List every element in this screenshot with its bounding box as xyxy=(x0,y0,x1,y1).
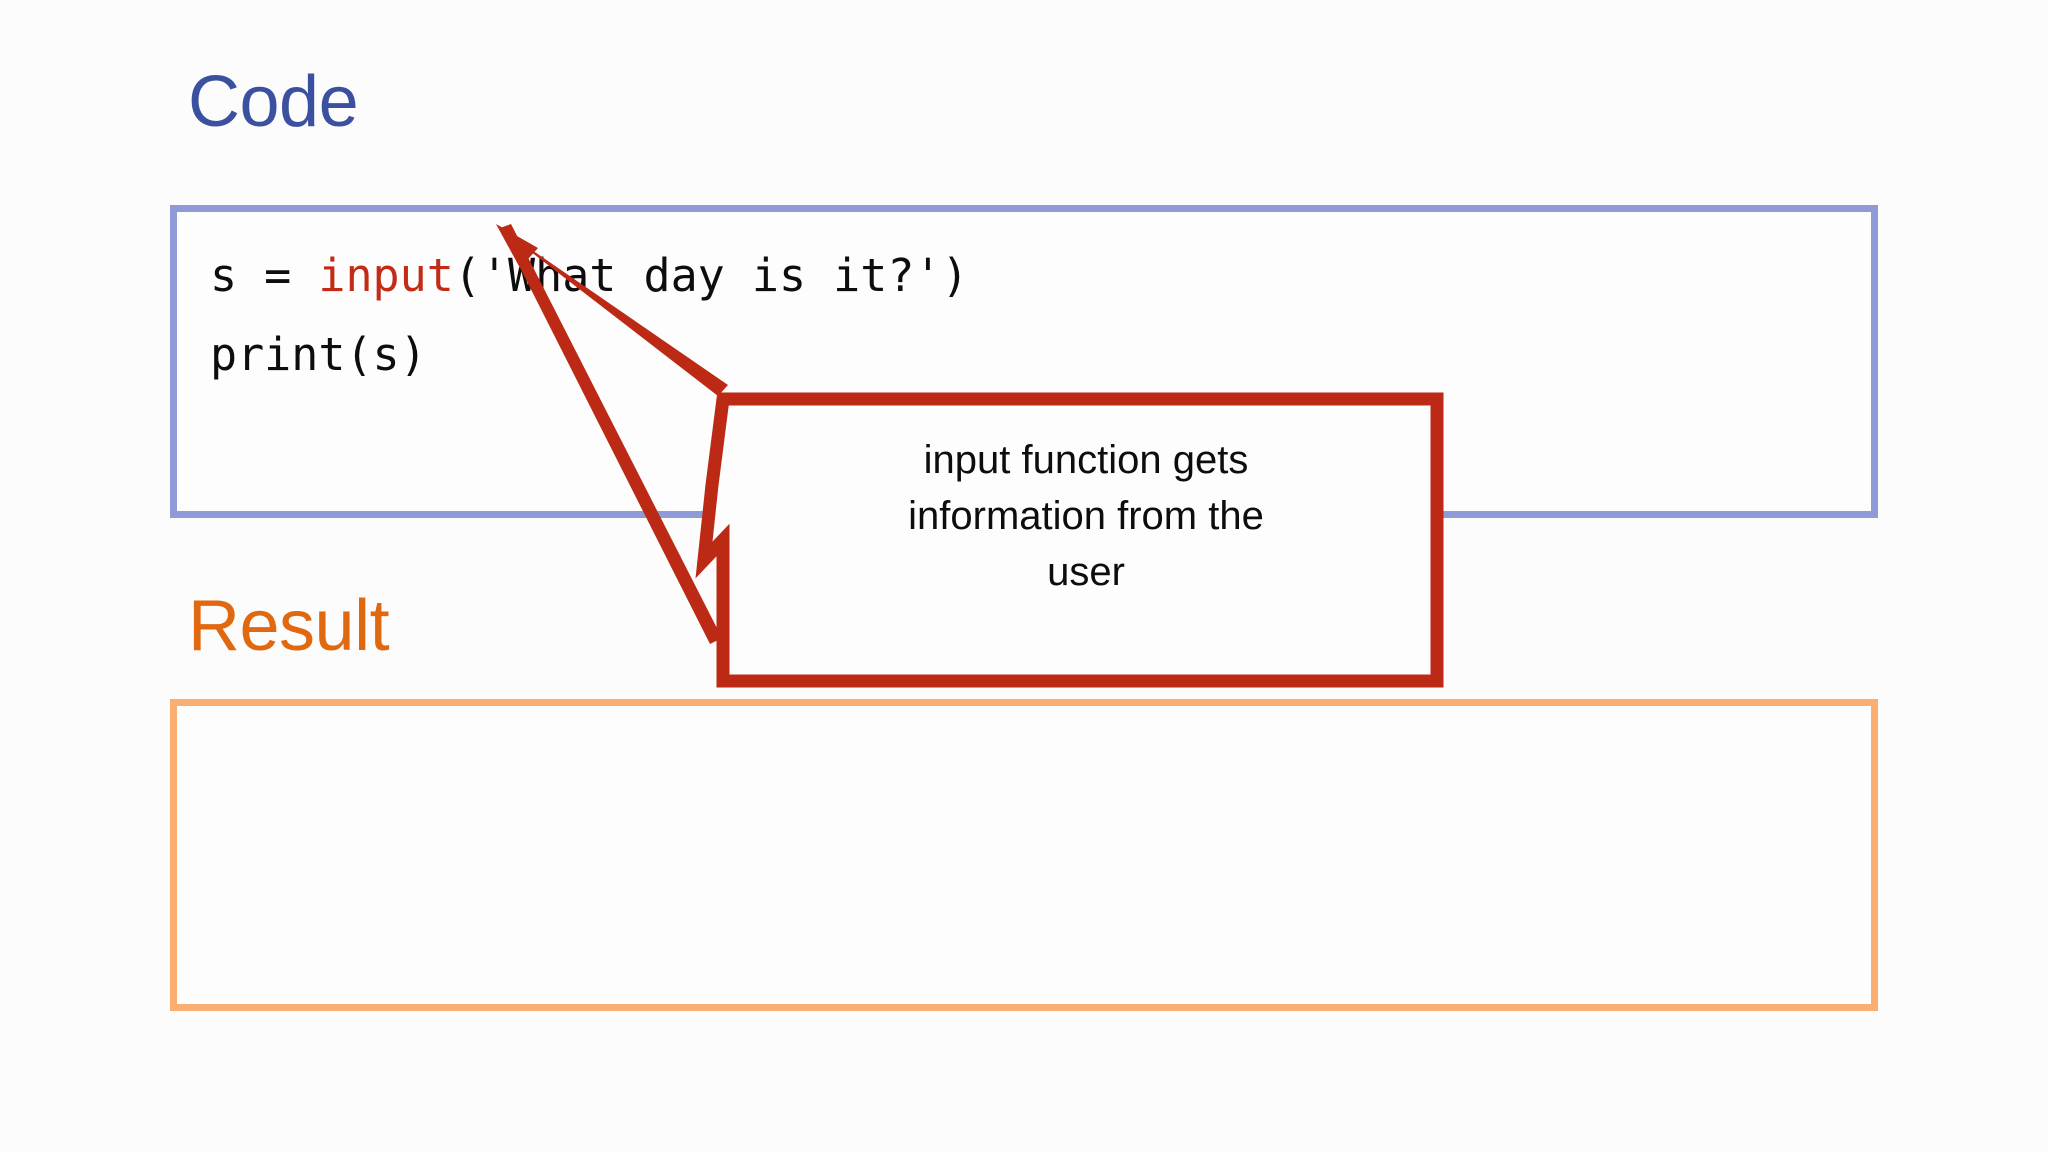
code-line-1-before: s = xyxy=(210,249,319,302)
code-line-1-after: ('What day is it?') xyxy=(453,249,969,302)
callout-box: input function gets information from the… xyxy=(695,380,1452,700)
code-line-2: print(s) xyxy=(210,328,427,381)
code-block: s = input('What day is it?') print(s) xyxy=(210,236,969,394)
callout-text: input function gets information from the… xyxy=(736,432,1436,600)
result-section-heading: Result xyxy=(188,586,390,666)
code-section-heading: Code xyxy=(188,62,359,142)
callout-line-2: information from the xyxy=(908,494,1264,538)
code-keyword-input: input xyxy=(318,249,454,302)
callout-line-1: input function gets xyxy=(923,438,1249,482)
callout-line-3: user xyxy=(1047,550,1125,594)
callout-shape xyxy=(695,392,1444,688)
result-panel xyxy=(170,699,1878,1011)
